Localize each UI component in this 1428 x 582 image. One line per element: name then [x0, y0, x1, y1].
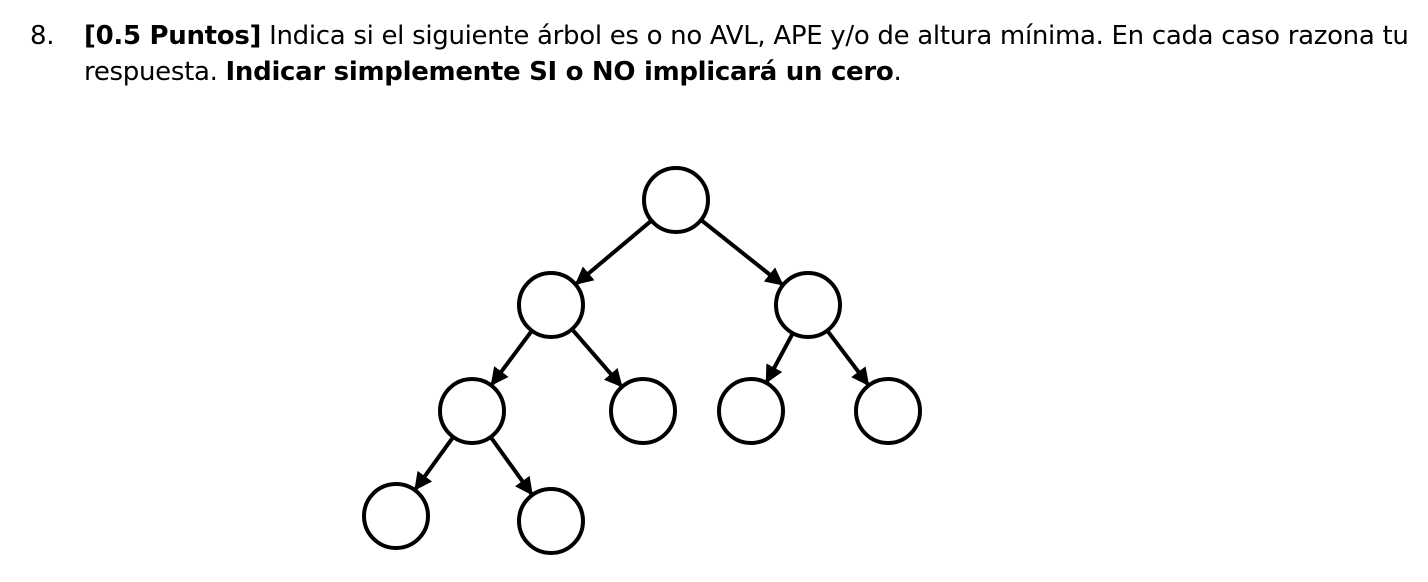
tree-edge-R-RL	[764, 332, 795, 384]
tree-node-root	[642, 166, 710, 234]
tree-nodes	[362, 166, 922, 555]
question-text: [0.5 Puntos] Indica si el siguiente árbo…	[84, 18, 1424, 90]
tree-node-LR	[609, 377, 677, 445]
tree-edge-L-LL	[490, 329, 534, 386]
points-label: [0.5 Puntos]	[84, 21, 262, 51]
tree-edge-root-R	[699, 218, 784, 287]
question-line-2: respuesta. Indicar simplemente SI o NO i…	[84, 54, 1424, 90]
tree-edges	[413, 218, 870, 496]
tree-node-LLR	[517, 487, 585, 555]
tree-node-R	[774, 271, 842, 339]
warning-text: Indicar simplemente SI o NO implicará un…	[225, 57, 894, 87]
question-statement-continued: respuesta.	[84, 57, 226, 87]
tree-node-L	[517, 271, 585, 339]
tree-node-LLL	[362, 482, 430, 550]
tree-node-RL	[717, 377, 785, 445]
tree-edge-LL-LLL	[413, 435, 455, 491]
tree-node-LL	[438, 377, 506, 445]
question-line-1: [0.5 Puntos] Indica si el siguiente árbo…	[84, 18, 1424, 54]
tree-edge-L-LR	[570, 327, 623, 388]
question-number: 8.	[30, 21, 55, 51]
end-punctuation: .	[893, 57, 902, 87]
question-statement: Indica si el siguiente árbol es o no AVL…	[261, 21, 1409, 51]
tree-edge-root-L	[574, 219, 653, 286]
tree-edge-LL-LLR	[489, 435, 534, 496]
tree-node-RR	[854, 377, 922, 445]
tree-edge-R-RR	[825, 329, 870, 387]
